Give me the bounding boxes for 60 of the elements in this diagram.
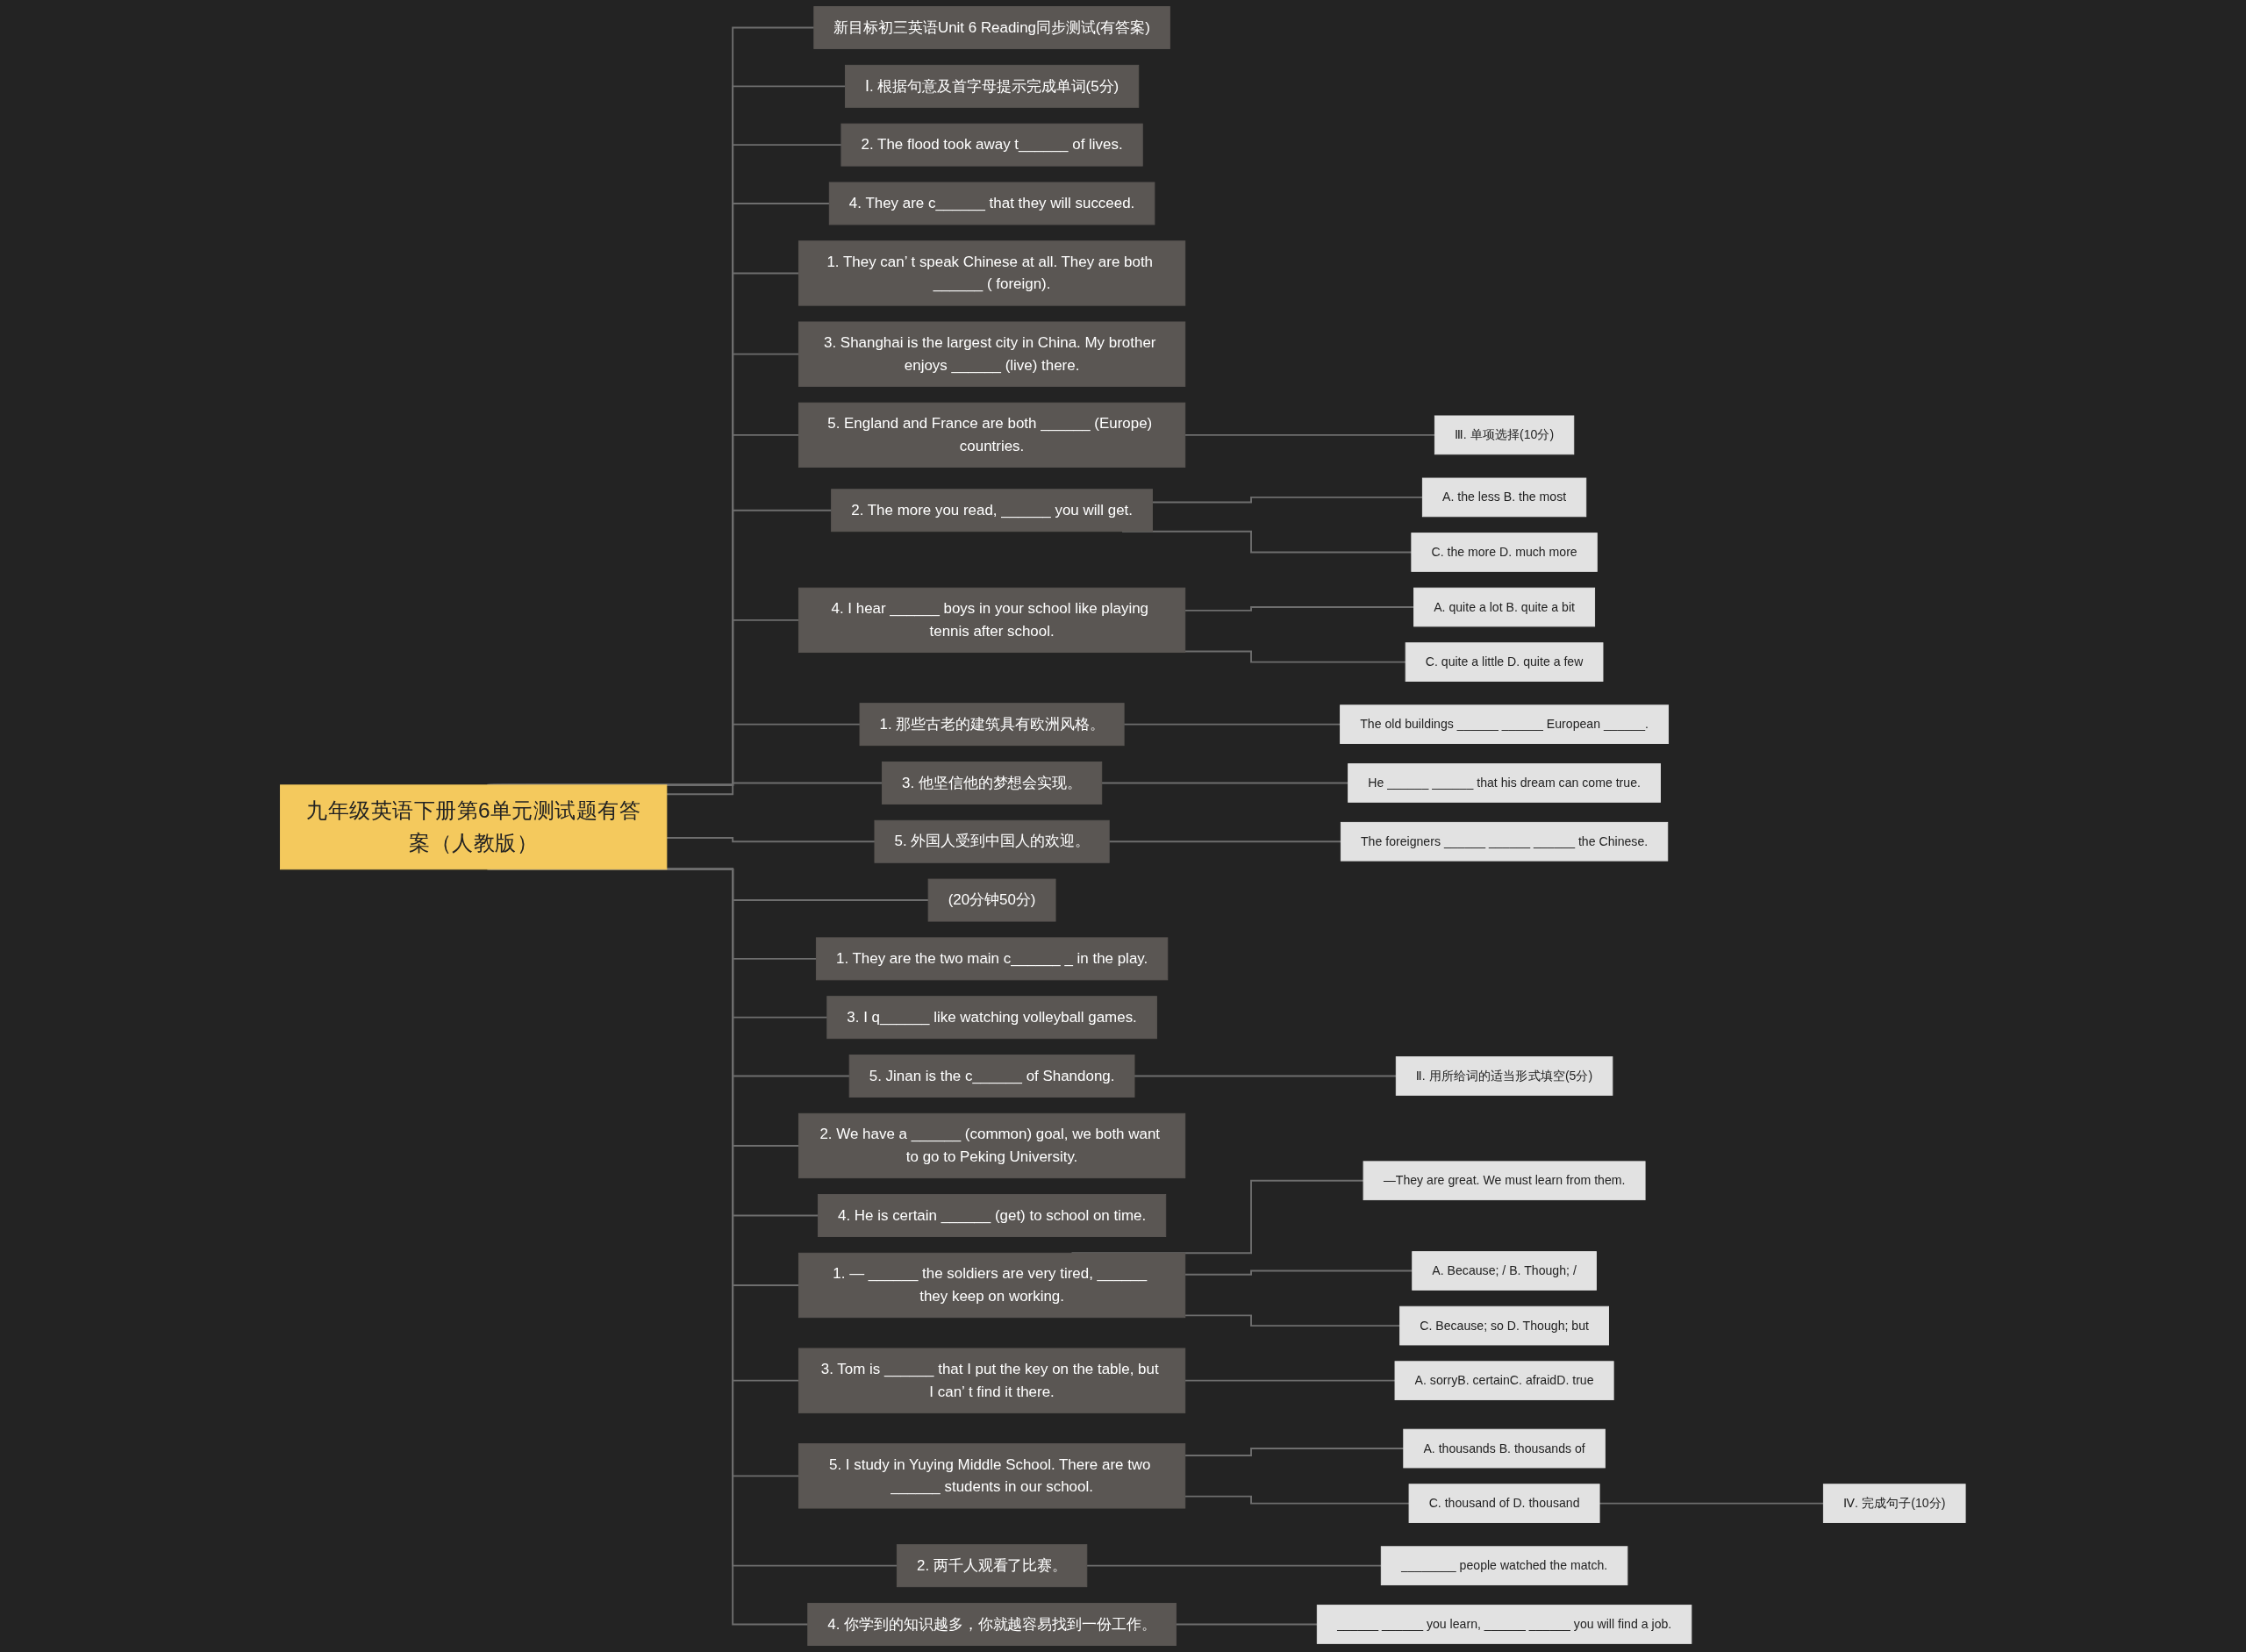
node-box (897, 1544, 1088, 1588)
node-box (807, 1603, 1177, 1646)
connector (1184, 433, 1436, 436)
connector (1184, 606, 1415, 611)
node-box (798, 1348, 1186, 1413)
connector (1184, 1448, 1405, 1456)
connector (666, 782, 883, 796)
node-box (1381, 1546, 1628, 1585)
connector (1184, 650, 1407, 663)
node-box (1348, 763, 1662, 803)
node-box (798, 587, 1186, 654)
node-box (813, 6, 1171, 49)
connector (1086, 1564, 1383, 1567)
node-box (1405, 642, 1604, 682)
connector (1599, 1502, 1825, 1505)
node-box (829, 182, 1155, 225)
connector (1184, 1379, 1397, 1382)
node-box (840, 123, 1143, 167)
node-box (1317, 1605, 1692, 1644)
node-box (798, 1112, 1186, 1179)
node-box (798, 321, 1186, 387)
node-box (818, 1194, 1167, 1237)
connector (1101, 782, 1349, 784)
node-box (927, 878, 1056, 922)
node-box (1396, 1056, 1613, 1096)
node-box (848, 1055, 1135, 1098)
node-box (1399, 1305, 1610, 1346)
connector (1184, 1314, 1401, 1327)
node-box (816, 937, 1169, 981)
connector (1123, 723, 1341, 726)
node-box (1363, 1161, 1646, 1201)
node-box (874, 819, 1110, 863)
node-box (845, 64, 1140, 108)
node-box (1403, 1428, 1606, 1469)
node-box (1823, 1484, 1966, 1523)
node-box (1412, 1251, 1598, 1291)
connector (1184, 1269, 1413, 1276)
node-box (798, 240, 1186, 306)
connector (1108, 840, 1342, 843)
connector (1134, 1075, 1398, 1077)
node-box (831, 489, 1154, 533)
connector (1175, 1623, 1319, 1626)
node-box (1340, 704, 1670, 744)
connector (1151, 496, 1424, 504)
node-box (882, 762, 1103, 805)
node-box (1394, 1361, 1614, 1400)
node-box (798, 1443, 1186, 1509)
node-box (1413, 587, 1596, 627)
connector (666, 837, 876, 843)
node-box (859, 703, 1125, 747)
connector (1184, 1495, 1411, 1505)
node-box (826, 996, 1158, 1040)
node-box (280, 784, 668, 870)
node-box (798, 1252, 1186, 1319)
node-box (1408, 1484, 1600, 1523)
node-box (1411, 533, 1598, 572)
node-box (1341, 821, 1669, 862)
node-box (1434, 415, 1575, 455)
node-box (1422, 477, 1587, 518)
node-box (798, 402, 1186, 468)
